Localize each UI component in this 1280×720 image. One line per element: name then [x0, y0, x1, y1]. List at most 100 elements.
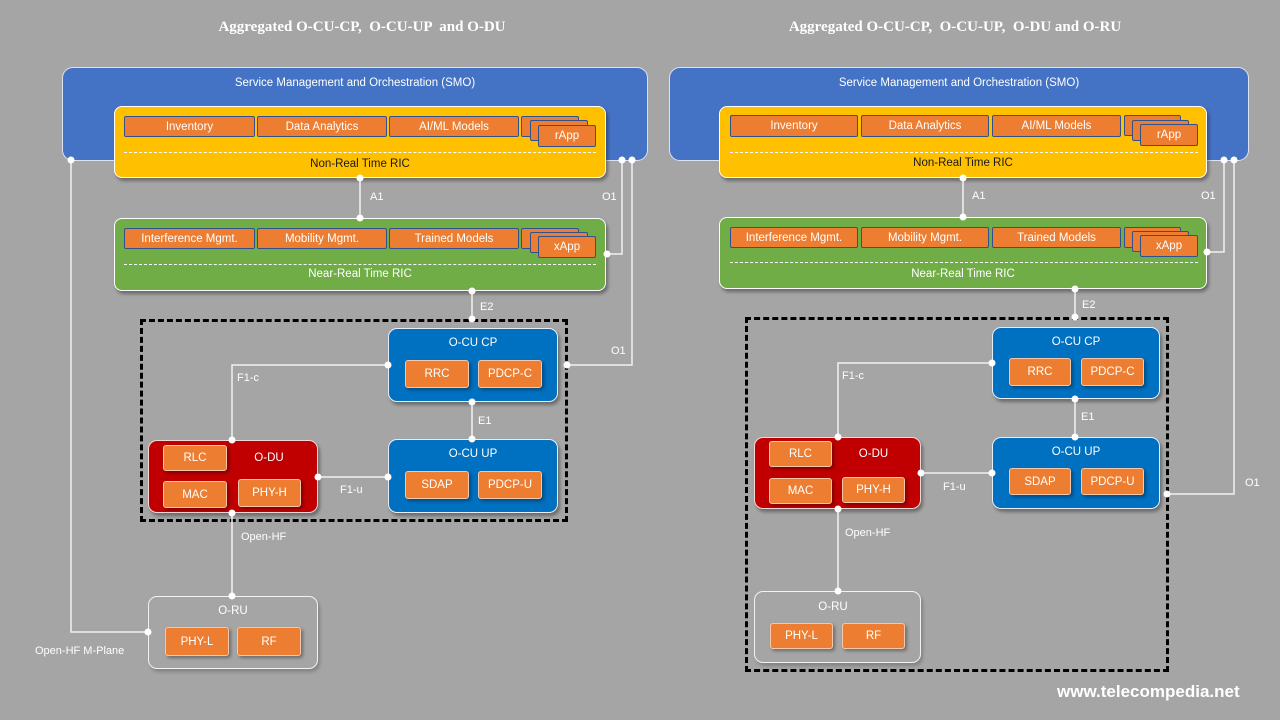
connector-dot [628, 156, 636, 164]
connector-dot [384, 361, 392, 369]
right-near-rt-divider [730, 262, 1198, 263]
left-module-inventory: Inventory [124, 116, 255, 137]
connector-dot [468, 315, 476, 323]
connector-dot [468, 435, 476, 443]
left-a1-label: A1 [370, 191, 384, 203]
right-o1-ric-line [1207, 160, 1225, 253]
connector-dot [144, 628, 152, 636]
connector-dot [917, 469, 925, 477]
left-panel-title: Aggregated O-CU-CP, O-CU-UP and O-DU [218, 19, 506, 35]
right-module-trained-models: Trained Models [992, 227, 1121, 248]
left-smo-label: Service Management and Orchestration (SM… [234, 77, 476, 89]
right-module-phy-l: PHY-L [770, 623, 833, 649]
left-open-hf-label: Open-HF [241, 531, 287, 543]
left-module-aiml-models: AI/ML Models [389, 116, 519, 137]
connector-dot [959, 174, 967, 182]
left-xapp-box: xApp [538, 236, 596, 258]
connector-dot [228, 509, 236, 517]
left-o1-cu-line [567, 160, 633, 366]
left-module-sdap: SDAP [405, 471, 469, 499]
left-o-ru-label: O-RU [218, 605, 248, 617]
right-o1-cu-label: O1 [1245, 477, 1260, 489]
left-module-data-analytics: Data Analytics [257, 116, 387, 137]
connector-dot [834, 587, 842, 595]
left-module-interference-mgmt: Interference Mgmt. [124, 228, 255, 249]
connector-dot [1071, 395, 1079, 403]
right-f1c-label: F1-c [842, 370, 864, 382]
left-module-pdcp-u: PDCP-U [478, 471, 542, 499]
right-panel-title: Aggregated O-CU-CP, O-CU-UP, O-DU and O-… [788, 19, 1122, 35]
right-smo-label: Service Management and Orchestration (SM… [838, 77, 1080, 89]
left-module-mac: MAC [163, 481, 227, 508]
right-e1-label: E1 [1081, 411, 1095, 423]
right-module-inventory: Inventory [730, 115, 858, 137]
right-module-aiml-models: AI/ML Models [992, 115, 1121, 137]
left-f1c-label: F1-c [237, 372, 259, 384]
left-module-phy-l: PHY-L [165, 627, 229, 656]
left-near-rt-divider [124, 264, 596, 265]
right-non-rt-divider [730, 152, 1198, 153]
left-non-rt-divider [124, 152, 596, 153]
connector-dot [1071, 285, 1079, 293]
right-e2-label: E2 [1082, 299, 1096, 311]
left-module-trained-models: Trained Models [389, 228, 519, 249]
right-module-interference-mgmt: Interference Mgmt. [730, 227, 858, 248]
right-o1-ric-label: O1 [1201, 190, 1216, 202]
left-o-du-label: O-DU [254, 452, 284, 464]
right-o1-cu-line [1167, 160, 1235, 495]
right-f1u-label: F1-u [943, 481, 966, 493]
left-module-mobility-mgmt: Mobility Mgmt. [257, 228, 387, 249]
right-a1-label: A1 [972, 190, 986, 202]
left-near-rt-ric-label: Near-Real Time RIC [308, 268, 412, 280]
connector-dot [988, 469, 996, 477]
left-f1u-label: F1-u [340, 484, 363, 496]
left-e2-label: E2 [480, 301, 494, 313]
left-non-rt-ric-label: Non-Real Time RIC [310, 158, 410, 170]
left-open-hf-mplane-line [70, 160, 148, 633]
watermark: www.telecompedia.net [1057, 682, 1240, 701]
connector-dot [1230, 156, 1238, 164]
connector-dot [1203, 248, 1211, 256]
connector-dot [1071, 433, 1079, 441]
right-module-rf: RF [842, 623, 905, 649]
right-module-rlc: RLC [769, 441, 832, 467]
right-near-rt-ric-label: Near-Real Time RIC [911, 268, 1015, 280]
connector-dot [356, 214, 364, 222]
right-module-mac: MAC [769, 478, 832, 504]
left-o-cu-cp-label: O-CU CP [448, 337, 498, 349]
right-open-hf-label: Open-HF [845, 527, 891, 539]
left-o1-ric-label: O1 [602, 191, 617, 203]
connector-dot [384, 473, 392, 481]
right-module-sdap: SDAP [1009, 468, 1071, 495]
connector-dot [356, 174, 364, 182]
connector-dot [603, 250, 611, 258]
left-f1c-line [231, 364, 388, 440]
left-module-pdcp-c: PDCP-C [478, 360, 542, 388]
left-o1-ric-line [607, 160, 623, 255]
connector-dot [1220, 156, 1228, 164]
right-o-cu-cp-label: O-CU CP [1051, 336, 1101, 348]
left-open-hf-mplane-label: Open-HF M-Plane [35, 645, 125, 657]
right-o-ru-label: O-RU [818, 601, 848, 613]
connector-dot [834, 505, 842, 513]
left-o1-cu-label: O1 [611, 345, 626, 357]
connector-dot [1071, 313, 1079, 321]
connector-dot [228, 436, 236, 444]
right-module-rrc: RRC [1009, 358, 1071, 386]
left-e1-label: E1 [478, 415, 492, 427]
right-module-mobility-mgmt: Mobility Mgmt. [861, 227, 989, 248]
right-module-phy-h: PHY-H [842, 477, 905, 503]
connector-dot [67, 156, 75, 164]
connector-dot [314, 473, 322, 481]
left-module-rrc: RRC [405, 360, 469, 388]
left-aggregation-group [140, 319, 568, 522]
right-f1c-line [837, 362, 992, 437]
connector-dot [988, 359, 996, 367]
left-module-rlc: RLC [163, 445, 227, 471]
connector-dot [959, 213, 967, 221]
right-o-du-label: O-DU [858, 448, 889, 460]
connector-dot [563, 361, 571, 369]
connector-dot [1163, 490, 1171, 498]
connector-dot [834, 433, 842, 441]
